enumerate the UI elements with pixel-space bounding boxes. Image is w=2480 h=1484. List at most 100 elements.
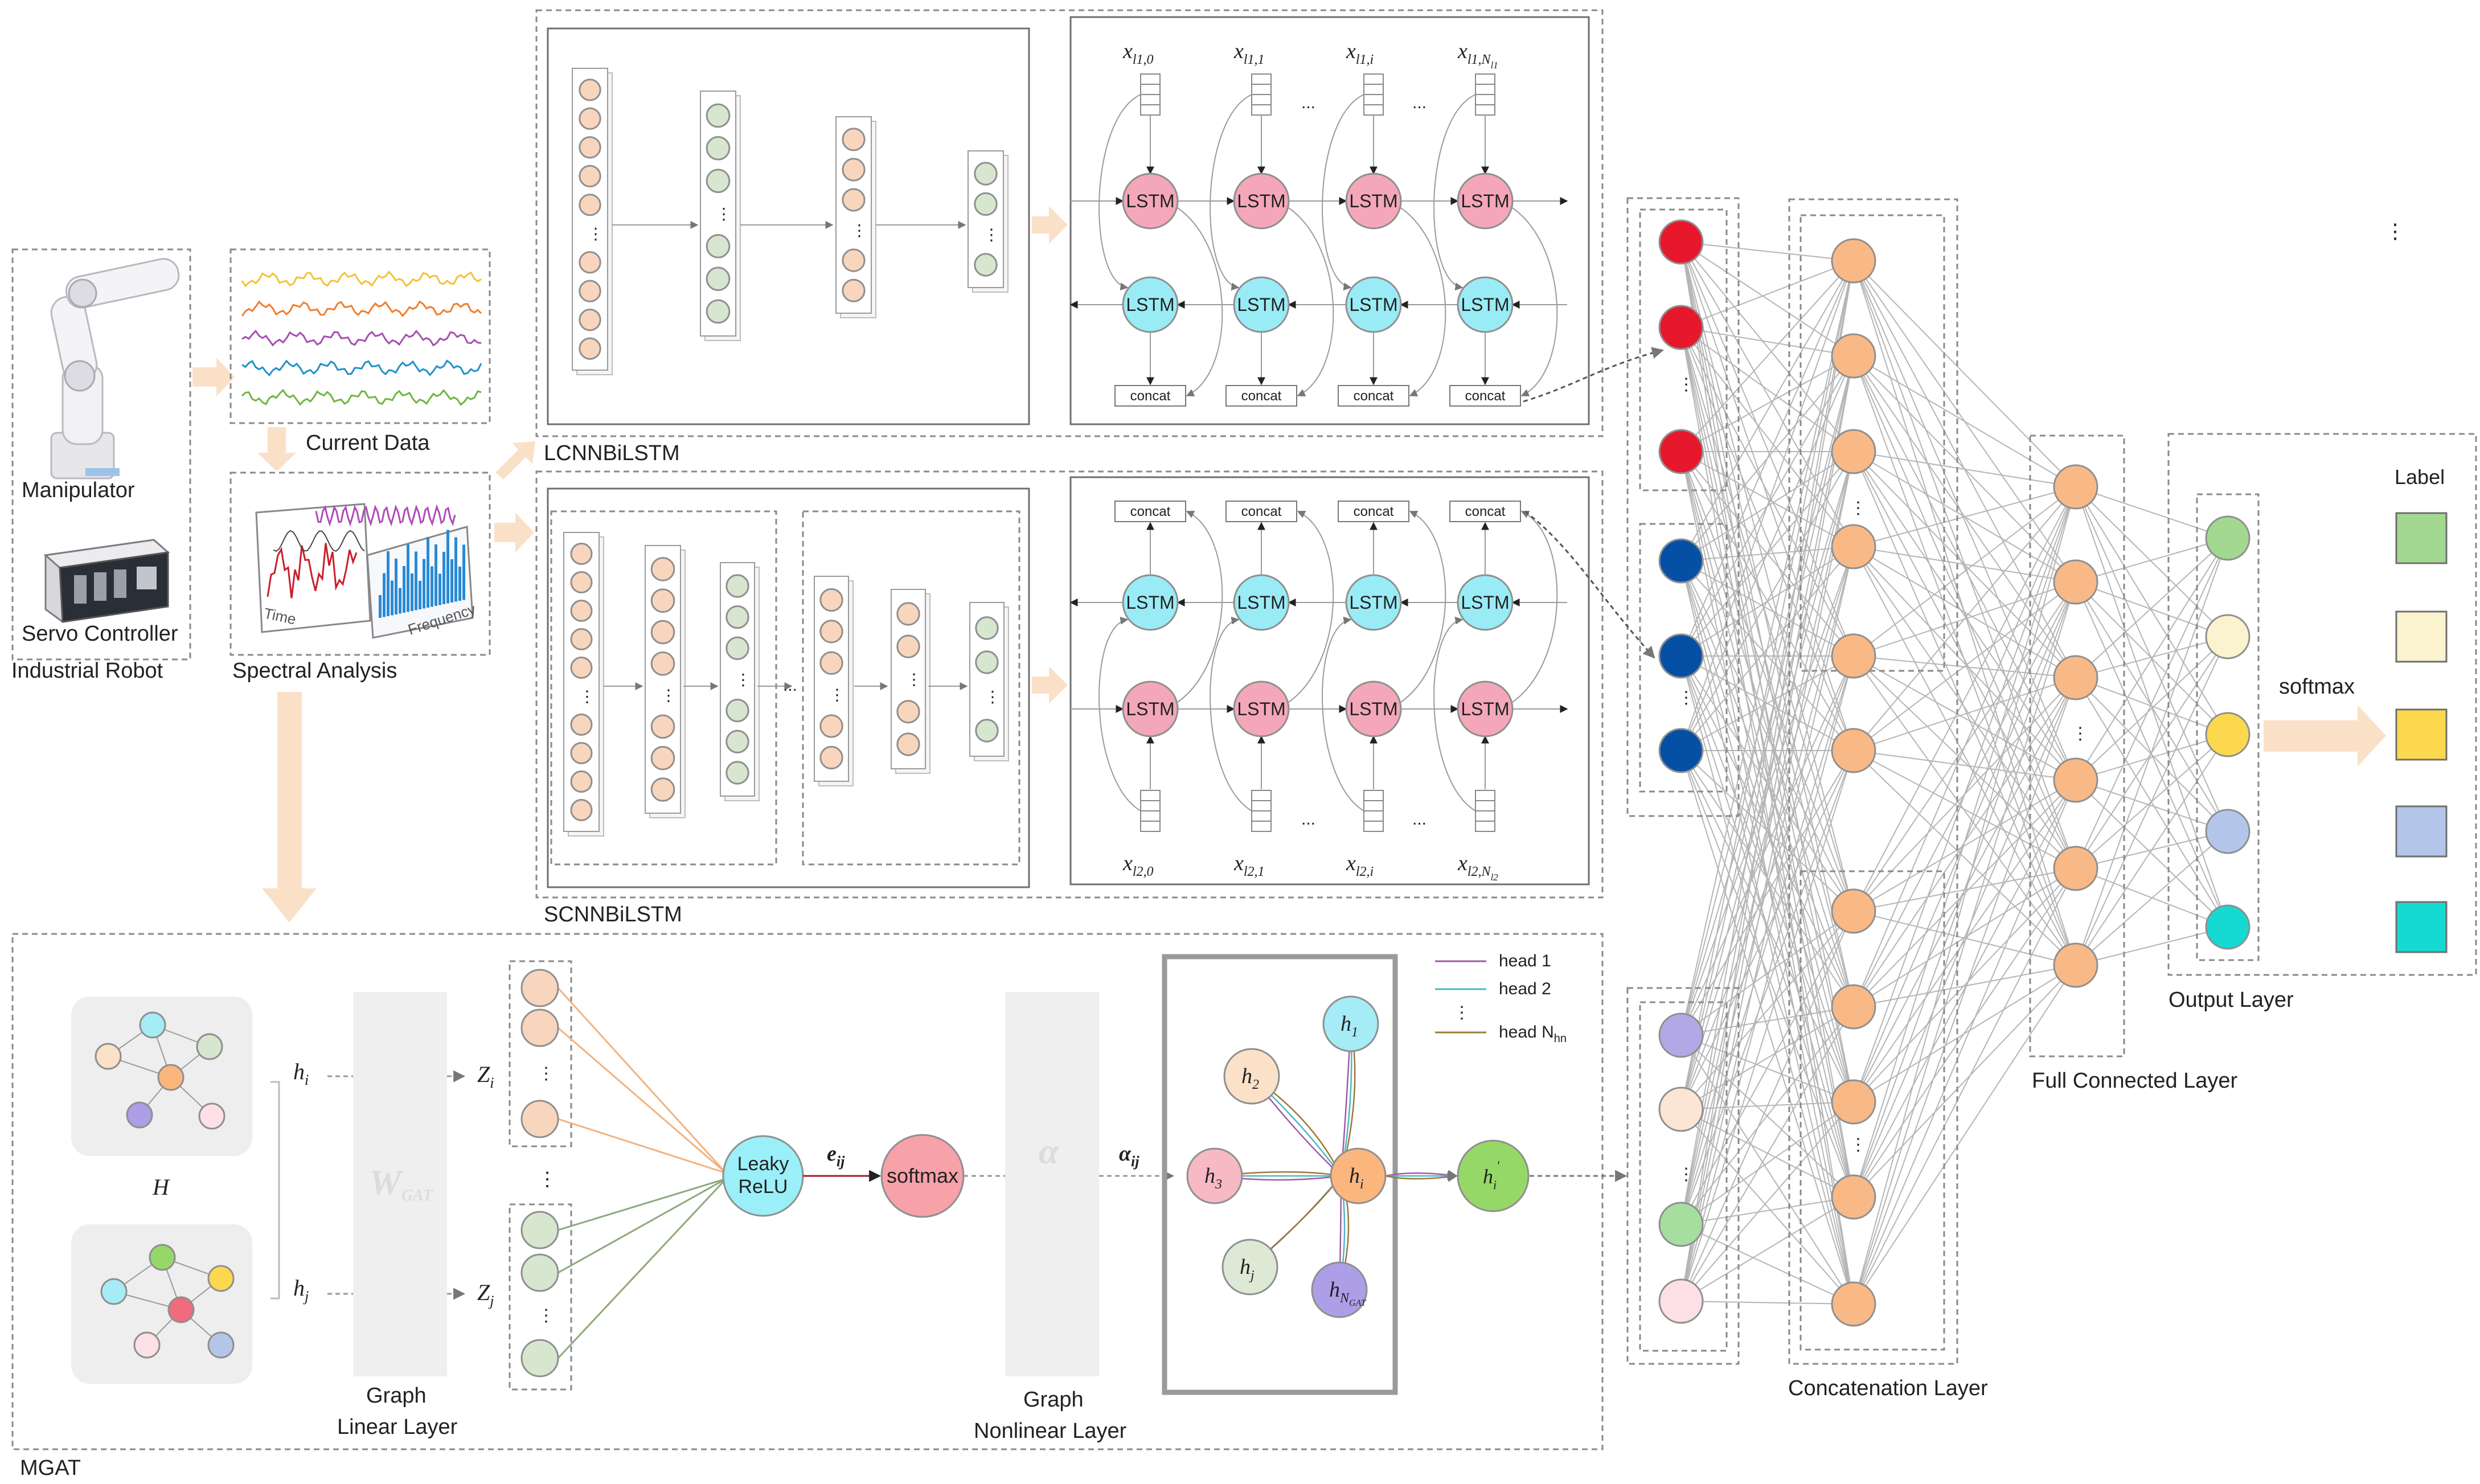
bilstm1-concat-text: concat	[1130, 388, 1171, 404]
feature-node-2	[1658, 429, 1704, 474]
bilstm2-input-cell	[1140, 790, 1161, 801]
bilstm1-x-main: x	[1233, 39, 1244, 63]
bilstm2-lstm-fwd-text: LSTM	[1237, 699, 1285, 719]
z-node-columns: ⋮⋮⋮	[520, 969, 559, 1378]
lcnn-col-1-unit	[579, 251, 601, 274]
feat-to-concat	[1680, 260, 1854, 561]
bilstm1-lstm-fwd-text: LSTM	[1461, 191, 1509, 211]
scnn-col-3-unit	[725, 729, 749, 754]
spectrum-bar	[379, 595, 382, 618]
att-sub: i	[1360, 1177, 1364, 1192]
bilstm2-concat-curve	[1286, 510, 1334, 704]
spectrum-bar	[431, 566, 433, 607]
feat-to-concat	[1680, 355, 1854, 452]
att-sub: j	[1249, 1268, 1255, 1283]
feat-to-concat	[1680, 911, 1854, 1225]
fc-to-output	[2075, 486, 2228, 539]
bilstm1-x-main: x	[1122, 39, 1133, 63]
fc-to-output	[2075, 538, 2228, 678]
scnn-col-4-unit	[819, 651, 843, 675]
label-swatch-3	[2395, 805, 2448, 858]
concat-to-fc	[1853, 581, 2076, 751]
zi-node	[520, 1009, 559, 1047]
bilstm1-concat-box	[1114, 385, 1186, 407]
bilstm1-x-sub: l1,0	[1133, 52, 1154, 67]
feat-to-concat	[1680, 327, 1854, 1102]
bilstm2-lstm-fwd-3	[1457, 680, 1514, 737]
bilstm2-lstm-fwd-0	[1122, 680, 1179, 737]
scnn-col-3-unit	[725, 574, 749, 598]
feat-to-concat	[1680, 327, 1854, 547]
bilstm1-input-cell	[1140, 104, 1161, 116]
concat-to-fc	[1853, 965, 2076, 1305]
scnn-col-1-unit	[570, 600, 593, 622]
label-swatch-2	[2395, 708, 2448, 761]
hj-label: hj	[293, 1275, 309, 1305]
fc-node-0	[2053, 464, 2098, 510]
bilstm2-lstm-fwd-2	[1345, 680, 1402, 737]
hi-label: hi	[293, 1059, 309, 1088]
spectrum-bar	[454, 537, 457, 602]
lcnnbilstm-label: LCNNBiLSTM	[544, 441, 680, 465]
flow-arrow-spectral-to-mgat	[262, 692, 317, 923]
lcnn-col-2-unit	[706, 169, 731, 194]
mgat-linear-connections	[557, 987, 727, 1359]
dense-vdots-1: ⋮	[1678, 688, 1695, 707]
concat-to-fc	[1853, 260, 2076, 781]
spectrum-bar	[383, 573, 386, 617]
bilstm1-ellipsis-2: ...	[1412, 93, 1426, 112]
bilstm1-ellipsis-1: ...	[1301, 93, 1315, 112]
scnn-bilstm-grid: xl2,0LSTMLSTMconcatxl2,1LSTMLSTMconcatxl…	[1069, 501, 1568, 883]
bilstm1-lstm-fwd-1	[1233, 173, 1290, 229]
feat-to-concat	[1680, 260, 1854, 751]
scnn-col-4-unit	[819, 745, 843, 770]
feat-to-concat	[1680, 1006, 1854, 1036]
dense-vdots-4: ⋮	[2072, 724, 2089, 743]
bilstm2-x-main: x	[1457, 851, 1467, 875]
graph-h	[95, 1011, 226, 1130]
alphaij-label: αij	[1119, 1142, 1139, 1170]
bilstm1-concat-box	[1225, 385, 1297, 407]
bilstm1-concat-box	[1338, 385, 1409, 407]
bilstm2-x-main: x	[1346, 851, 1356, 875]
feat-to-concat	[1680, 260, 1854, 1302]
scnn-col-2-unit	[650, 557, 675, 581]
feat-to-concat	[1680, 560, 1854, 912]
spectrum-bar	[450, 559, 453, 602]
concat-to-fc	[1853, 780, 2076, 1305]
feat-to-concat	[1680, 241, 1854, 356]
spectrum-bar	[434, 544, 437, 606]
feat-to-concat	[1680, 1006, 1854, 1110]
zj-to-leaky	[557, 1178, 727, 1359]
lcnn-col-3-unit	[842, 128, 866, 151]
scnn-col-1-unit	[570, 628, 593, 650]
spectrum-bar	[458, 567, 461, 601]
bilstm2-x-sub: l2,0	[1133, 864, 1154, 879]
scnn-col-6-unit	[975, 650, 999, 674]
output-node-4	[2205, 904, 2251, 950]
feat-to-concat	[1680, 355, 1854, 1036]
concat-to-fc	[1853, 655, 2076, 869]
lcnn-col-3-unit	[842, 158, 866, 182]
attention-out-edge	[1385, 1170, 1458, 1180]
lcnn-col-1-unit	[579, 308, 601, 331]
scnn-col-4-vdots: ⋮	[829, 686, 845, 704]
fc-to-output	[2075, 780, 2228, 832]
bilstm2-lstm-fwd-text: LSTM	[1461, 699, 1509, 719]
industrial-robot-label: Industrial Robot	[11, 659, 163, 683]
bilstm2-x-sub: l2,1	[1244, 864, 1265, 879]
scnn-col-5-unit	[896, 602, 920, 626]
concat-to-fc	[1853, 655, 2076, 966]
att-node-label: h3	[1204, 1164, 1222, 1192]
att-h: h	[1204, 1164, 1215, 1188]
legend-head-n: head Nhn	[1499, 1023, 1567, 1045]
bilstm1-x-label-0: xl1,0	[1122, 39, 1154, 67]
spectrum-bar	[399, 588, 401, 614]
att-h: h	[1329, 1278, 1340, 1302]
graph-h2-node-3	[167, 1296, 195, 1323]
concat-to-fc	[1853, 355, 2076, 781]
bilstm2-input-cell	[1363, 821, 1384, 832]
lcnn-col-2-unit	[706, 267, 731, 292]
graph-h-node-1	[196, 1033, 223, 1060]
